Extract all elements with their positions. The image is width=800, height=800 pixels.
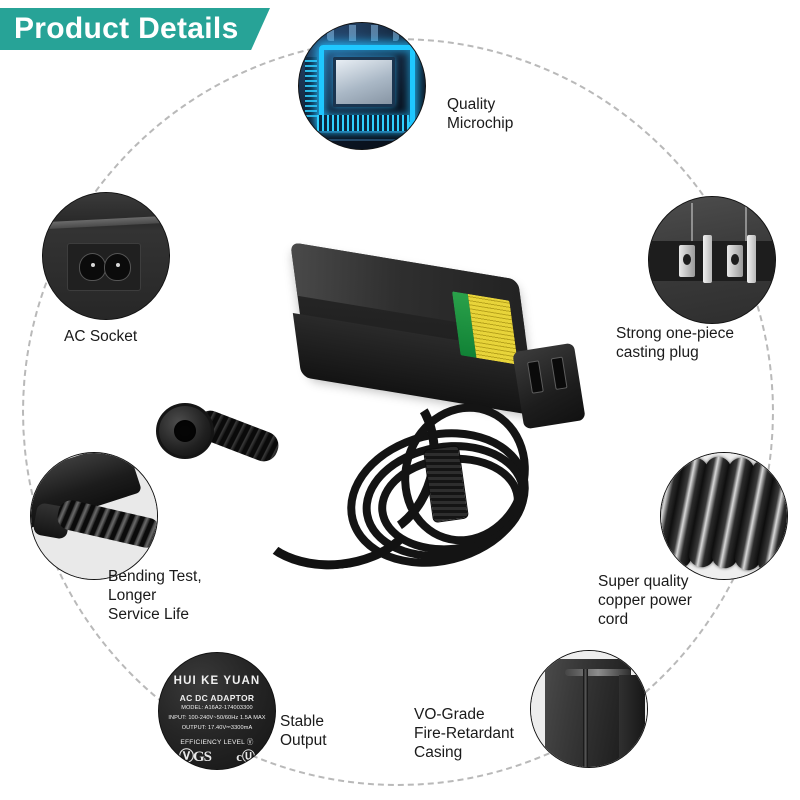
bend-background bbox=[31, 453, 157, 579]
microchip-side-pins bbox=[305, 57, 317, 117]
spec-efficiency-level: EFFICIENCY LEVEL Ⓥ bbox=[180, 739, 254, 746]
microchip-trace bbox=[307, 139, 397, 141]
callout-label-casting-plug: Strong one-piece casting plug bbox=[616, 325, 735, 361]
socket-pin bbox=[115, 263, 120, 267]
page-title: Product Details bbox=[14, 12, 239, 45]
casing-top-highlight bbox=[565, 669, 631, 676]
plug-housing bbox=[649, 197, 775, 323]
callout-image-ac-socket bbox=[42, 192, 170, 320]
callout-image-microchip bbox=[298, 22, 426, 150]
spec-input-rating: INPUT: 100-240V~50/60Hz 1.5A MAX bbox=[168, 715, 266, 721]
spec-model-number: MODEL: A16A2-174003300 bbox=[181, 705, 253, 711]
adapter-warning-label bbox=[451, 291, 519, 365]
spec-output-rating: OUTPUT: 17.40V⎓3300mA bbox=[181, 725, 253, 731]
callout-label-ac-socket: AC Socket bbox=[64, 328, 138, 345]
ac-inlet-slot-left bbox=[526, 360, 544, 394]
socket-hole-left bbox=[79, 253, 106, 281]
callout-image-casting-plug bbox=[648, 196, 776, 324]
plug-highlight-line bbox=[691, 203, 693, 243]
casing-side-edge bbox=[619, 675, 645, 767]
barrel-connector-hole bbox=[174, 420, 196, 442]
callout-image-fire-retardant-casing bbox=[530, 650, 648, 768]
ac-inlet-connector bbox=[512, 342, 586, 430]
spec-product-type: AC DC ADAPTOR bbox=[179, 693, 255, 703]
microchip-die bbox=[333, 57, 395, 107]
callout-label-fire-retardant-casing: VO-Grade Fire-Retardant Casing bbox=[414, 706, 514, 761]
callout-image-bending-test bbox=[30, 452, 158, 580]
callout-label-stable-output: Stable Output bbox=[280, 713, 327, 749]
microchip-trace bbox=[307, 131, 417, 133]
microchip-board bbox=[299, 23, 425, 149]
header-banner: Product Details bbox=[0, 8, 270, 50]
callout-label-microchip: Quality Microchip bbox=[447, 96, 514, 132]
plug-prong-right bbox=[727, 245, 743, 277]
figure8-socket bbox=[79, 253, 131, 281]
callout-image-spec-label: HUI KE YUAN AC DC ADAPTOR MODEL: A16A2-1… bbox=[158, 652, 276, 770]
prong-hole bbox=[683, 254, 691, 265]
adapter-casing-corner bbox=[545, 659, 645, 767]
plug-prong-left bbox=[679, 245, 695, 277]
adapter-seam bbox=[43, 215, 169, 230]
socket-hole-right bbox=[104, 253, 131, 281]
spec-label-surface: HUI KE YUAN AC DC ADAPTOR MODEL: A16A2-1… bbox=[159, 653, 275, 769]
plug-highlight-line bbox=[745, 203, 747, 243]
plug-blade-right bbox=[747, 235, 756, 283]
microchip-top-contacts bbox=[327, 25, 399, 41]
ac-inlet-slot-right bbox=[550, 356, 568, 390]
callout-image-copper-cord bbox=[660, 452, 788, 580]
adapter-surface bbox=[43, 193, 169, 319]
strain-relief-ribbing bbox=[54, 497, 157, 551]
plug-blade-left bbox=[703, 235, 712, 283]
callout-label-bending-test: Bending Test, Longer Service Life bbox=[108, 568, 202, 623]
ul-certification-mark: cⓊ bbox=[236, 749, 255, 764]
product-photo-power-adapter bbox=[150, 242, 610, 586]
gs-certification-mark: ⓋGS bbox=[179, 749, 212, 765]
barrel-connector bbox=[156, 403, 214, 459]
coil-background bbox=[661, 453, 787, 579]
microchip-bottom-pins bbox=[317, 115, 409, 131]
casing-vertical-seam bbox=[583, 669, 588, 767]
callout-label-copper-cord: Super quality copper power cord bbox=[598, 573, 692, 628]
spec-brand-name: HUI KE YUAN bbox=[173, 675, 261, 687]
socket-pin bbox=[90, 263, 95, 267]
prong-hole bbox=[731, 254, 739, 265]
plug-dark-band bbox=[649, 241, 775, 281]
casing-background bbox=[531, 651, 647, 767]
